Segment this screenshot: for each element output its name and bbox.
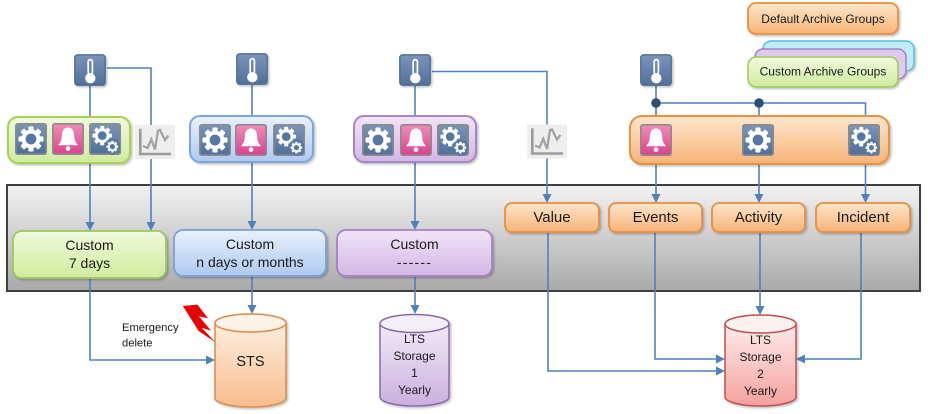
- svg-text:------: ------: [397, 254, 432, 270]
- svg-text:7 days: 7 days: [69, 255, 110, 271]
- svg-text:Events: Events: [633, 209, 679, 226]
- svg-text:Yearly: Yearly: [744, 384, 777, 398]
- svg-text:Custom: Custom: [390, 236, 438, 252]
- svg-text:n days or months: n days or months: [196, 254, 303, 270]
- svg-text:delete: delete: [122, 338, 152, 350]
- svg-text:2: 2: [757, 367, 764, 381]
- svg-text:Yearly: Yearly: [398, 383, 431, 397]
- svg-text:Incident: Incident: [837, 209, 890, 226]
- svg-text:Storage: Storage: [739, 350, 781, 364]
- svg-text:LTS: LTS: [750, 333, 771, 347]
- svg-text:1: 1: [411, 366, 418, 380]
- svg-text:Custom Archive Groups: Custom Archive Groups: [760, 65, 887, 79]
- svg-text:Storage: Storage: [393, 349, 435, 363]
- svg-text:STS: STS: [236, 354, 264, 370]
- svg-text:Custom: Custom: [226, 236, 274, 252]
- svg-text:Default Archive Groups: Default Archive Groups: [761, 12, 884, 26]
- svg-text:LTS: LTS: [404, 332, 425, 346]
- svg-text:Custom: Custom: [65, 237, 113, 253]
- svg-text:Emergency: Emergency: [122, 322, 179, 334]
- svg-text:Value: Value: [533, 209, 570, 226]
- svg-text:Activity: Activity: [735, 209, 783, 226]
